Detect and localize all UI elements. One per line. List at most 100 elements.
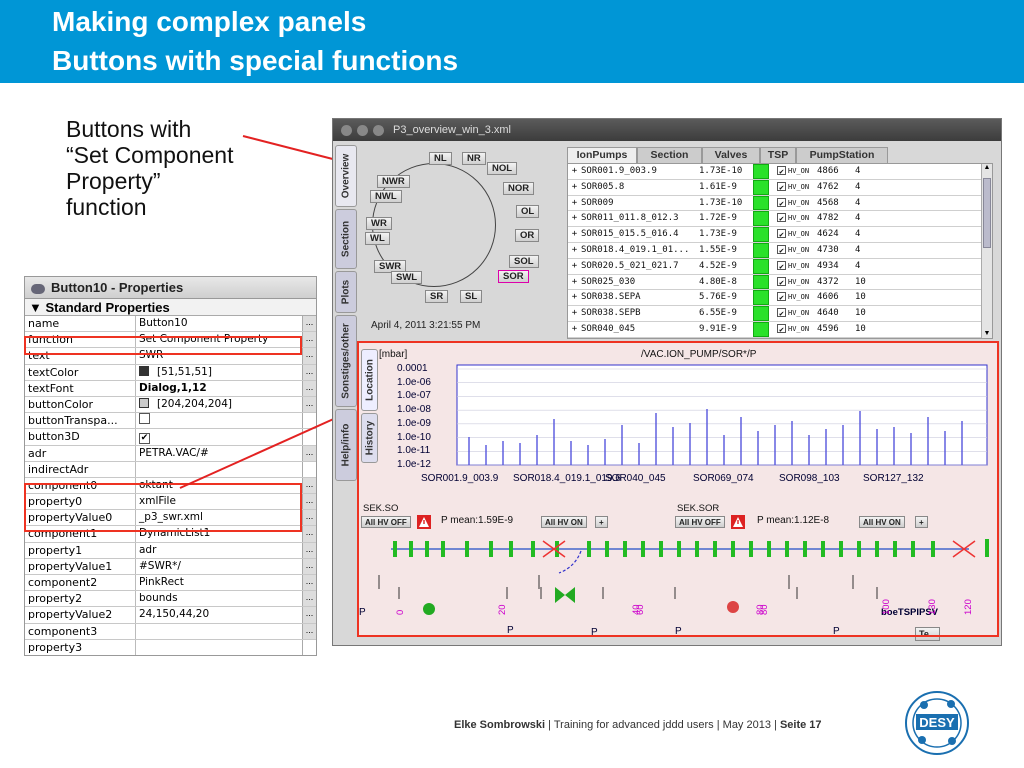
property-value[interactable]: xmlFile <box>136 494 302 510</box>
property-row[interactable]: buttonColor[204,204,204]... <box>25 396 316 414</box>
tab-valves[interactable]: Valves <box>702 147 760 163</box>
scroll-up-icon[interactable]: ▲ <box>983 164 991 171</box>
property-value[interactable] <box>136 461 302 477</box>
expand-icon[interactable]: + <box>571 244 578 255</box>
ellipsis-button[interactable]: ... <box>302 364 316 380</box>
sector-button-nor[interactable]: NOR <box>503 182 535 195</box>
checkbox[interactable]: ✔ <box>777 166 786 176</box>
expand-button-so[interactable]: + <box>595 516 608 528</box>
expand-icon[interactable]: + <box>571 181 578 192</box>
tab-plots[interactable]: Plots <box>335 271 357 313</box>
ellipsis-button[interactable]: ... <box>302 494 316 510</box>
hv-checkbox[interactable]: ✔HV_ON <box>769 259 817 274</box>
sector-button-nol[interactable]: NOL <box>487 162 518 175</box>
expand-icon[interactable]: + <box>571 308 578 319</box>
sector-button-or[interactable]: OR <box>515 229 540 242</box>
checkbox[interactable]: ✔ <box>777 323 786 334</box>
sector-button-swr[interactable]: SWR <box>374 260 407 273</box>
sector-button-nl[interactable]: NL <box>429 152 452 165</box>
property-value[interactable]: ✔ <box>136 429 302 445</box>
tab-sonstiges-other[interactable]: Sonstiges/other <box>335 315 357 407</box>
ellipsis-button[interactable]: ... <box>302 542 316 558</box>
hv-checkbox[interactable]: ✔HV_ON <box>769 196 817 211</box>
hv-checkbox[interactable]: ✔HV_ON <box>769 227 817 242</box>
expand-button-sor[interactable]: + <box>915 516 928 528</box>
all-hv-off-button-sor[interactable]: All HV OFF <box>675 516 725 528</box>
property-value[interactable]: SWR <box>136 348 302 364</box>
ellipsis-button[interactable] <box>302 639 316 655</box>
property-row[interactable]: button3D✔ <box>25 429 316 446</box>
property-value[interactable]: #SWR*/ <box>136 558 302 574</box>
property-value[interactable]: _p3_swr.xml <box>136 510 302 526</box>
window-close-icon[interactable] <box>341 125 352 136</box>
property-value[interactable]: [51,51,51] <box>136 364 302 380</box>
hv-checkbox[interactable]: ✔HV_ON <box>769 243 817 258</box>
sector-button-wl[interactable]: WL <box>365 232 390 245</box>
sector-button-sr[interactable]: SR <box>425 290 449 303</box>
tab-pumpstation[interactable]: PumpStation <box>796 147 888 163</box>
expand-icon[interactable]: + <box>571 276 578 287</box>
checkbox[interactable]: ✔ <box>777 181 786 192</box>
property-value[interactable]: 24,150,44,20 <box>136 607 302 623</box>
tab-history[interactable]: History <box>361 413 378 463</box>
sector-button-nwl[interactable]: NWL <box>370 190 402 203</box>
sector-button-swl[interactable]: SWL <box>391 271 423 284</box>
ellipsis-button[interactable]: ... <box>302 526 316 542</box>
property-value[interactable]: [204,204,204] <box>136 396 302 413</box>
sector-button-wr[interactable]: WR <box>366 217 392 230</box>
hv-checkbox[interactable]: ✔HV_ON <box>769 180 817 195</box>
ellipsis-button[interactable]: ... <box>302 510 316 526</box>
checkbox[interactable]: ✔ <box>777 229 786 239</box>
checkbox[interactable]: ✔ <box>777 308 786 318</box>
property-value[interactable]: adr <box>136 542 302 558</box>
hv-checkbox[interactable]: ✔HV_ON <box>769 211 817 226</box>
expand-icon[interactable]: + <box>571 166 578 176</box>
property-row[interactable]: propertyValue0_p3_swr.xml... <box>25 510 316 527</box>
property-row[interactable]: propertyValue1#SWR*/... <box>25 558 316 575</box>
checkbox[interactable]: ✔ <box>139 433 150 445</box>
ellipsis-button[interactable]: ... <box>302 575 316 591</box>
property-value[interactable]: PETRA.VAC/# <box>136 445 302 461</box>
sector-button-sol[interactable]: SOL <box>509 255 539 268</box>
expand-icon[interactable]: + <box>571 229 578 240</box>
ellipsis-button[interactable]: ... <box>302 591 316 607</box>
property-row[interactable]: buttonTranspa... <box>25 413 316 430</box>
ellipsis-button[interactable]: ... <box>302 380 316 396</box>
checkbox[interactable]: ✔ <box>777 276 786 287</box>
property-value[interactable] <box>136 639 302 655</box>
property-row[interactable]: component3... <box>25 623 316 640</box>
window-minimize-icon[interactable] <box>357 125 368 136</box>
all-hv-on-button-so[interactable]: All HV ON <box>541 516 587 528</box>
tab-section[interactable]: Section <box>335 209 357 269</box>
all-hv-on-button-sor[interactable]: All HV ON <box>859 516 905 528</box>
checkbox[interactable] <box>139 413 150 425</box>
ellipsis-button[interactable] <box>302 429 316 445</box>
ellipsis-button[interactable]: ... <box>302 396 316 413</box>
table-scrollbar[interactable]: ▲ ▼ <box>981 164 992 338</box>
sector-button-nr[interactable]: NR <box>462 152 486 165</box>
ellipsis-button[interactable]: ... <box>302 348 316 364</box>
checkbox[interactable]: ✔ <box>777 260 786 271</box>
expand-icon[interactable]: + <box>571 213 578 224</box>
properties-group-header[interactable]: ▼ Standard Properties <box>25 299 316 316</box>
sector-button-ol[interactable]: OL <box>516 205 540 218</box>
property-row[interactable]: textColor[51,51,51]... <box>25 364 316 381</box>
scroll-thumb[interactable] <box>983 178 991 248</box>
property-value[interactable]: Dialog,1,12 <box>136 380 302 396</box>
property-value[interactable]: Button10 <box>136 316 302 332</box>
property-row[interactable]: property3 <box>25 639 316 655</box>
checkbox[interactable]: ✔ <box>777 292 786 302</box>
